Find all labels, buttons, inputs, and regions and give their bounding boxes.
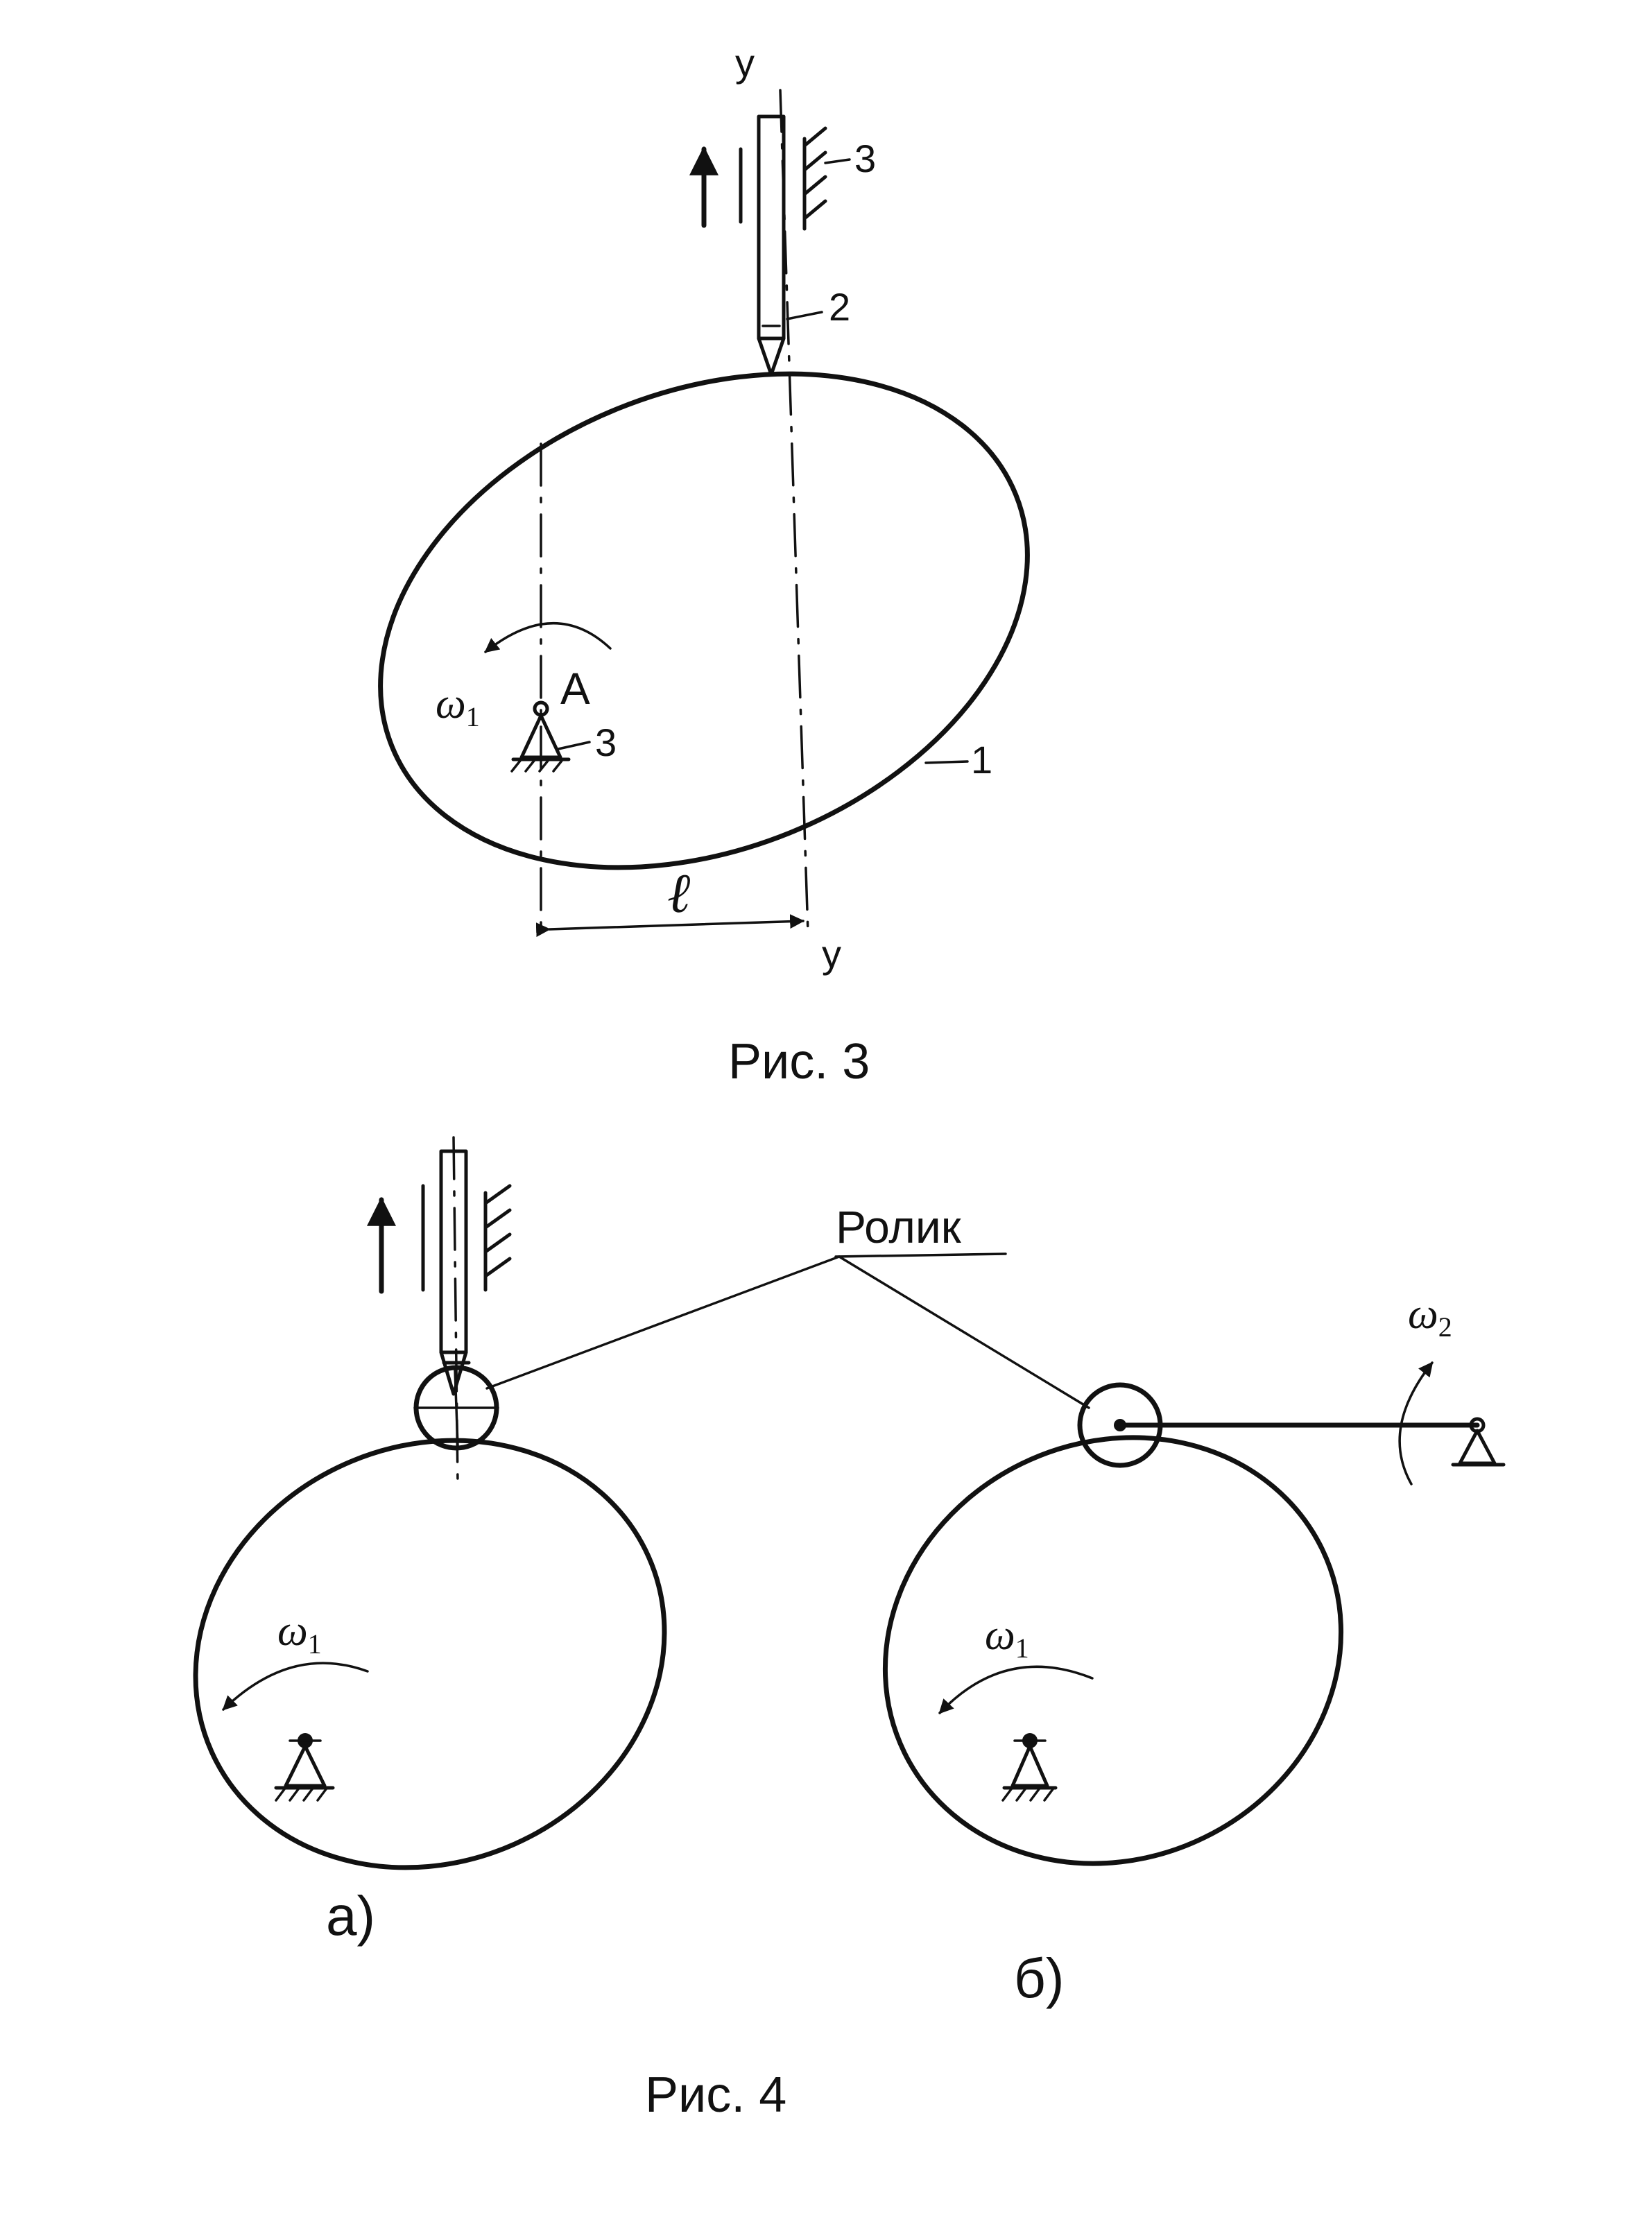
leader-frame-top — [824, 158, 851, 164]
cam-a-ground-hatch-2 — [289, 1788, 300, 1802]
guide-a-hatch-4 — [483, 1257, 512, 1278]
subfigure-b-label: б) — [1014, 1947, 1064, 2009]
axis-label-bottom: y — [822, 932, 841, 976]
hatch-1 — [802, 126, 827, 148]
offset-dimension — [535, 914, 805, 938]
leader-cam — [924, 760, 969, 764]
subfigure-b: ω2 ω1 б) — [882, 1291, 1506, 2009]
cam-a-omega-label: ω1 — [277, 1608, 322, 1660]
cam-b-ground-hatch-3 — [1029, 1788, 1040, 1802]
cam-a-profile — [193, 1438, 667, 1870]
roller-leader-a — [485, 1255, 841, 1390]
cam-profile — [378, 371, 1030, 870]
follower-a-tip — [439, 1350, 468, 1396]
roller-a-crosshair-v — [454, 1368, 459, 1447]
hatch-4 — [802, 199, 827, 221]
cam-a-pivot-support — [284, 1744, 327, 1788]
ground-hatch-1 — [510, 759, 522, 773]
dimension-line — [535, 914, 805, 938]
figure-4-caption: Рис. 4 — [645, 2067, 786, 2123]
label-cam: 1 — [971, 738, 992, 782]
figure-4: Ролик — [193, 1136, 1506, 2123]
cam-b-pivot-support — [1010, 1744, 1049, 1788]
omega-rotation-arrow — [484, 622, 612, 653]
rocker-pivot-support — [1458, 1429, 1497, 1465]
label-follower: 2 — [829, 285, 850, 329]
cam-b-profile — [882, 1435, 1344, 1866]
follower-rod — [757, 114, 786, 341]
roller-label: Ролик — [836, 1201, 962, 1252]
cam-a-omega-arrow — [222, 1662, 369, 1711]
rocker-omega-arrow — [1398, 1361, 1434, 1485]
label-offset: ℓ — [667, 863, 690, 924]
roller-leader-b — [838, 1255, 1090, 1409]
guide-a-hatch-3 — [483, 1232, 512, 1254]
leader-follower — [786, 311, 823, 320]
rocker-omega-label: ω2 — [1408, 1291, 1452, 1343]
figure-3-caption: Рис. 3 — [728, 1034, 870, 1089]
fixed-pivot-a — [510, 700, 571, 773]
hatch-2 — [802, 150, 827, 172]
figure-3: y 3 2 1 3 A ω1 ℓ y Рис. 3 — [378, 41, 1030, 1089]
label-omega: ω1 — [436, 680, 480, 732]
cam-b-omega-label: ω1 — [985, 1612, 1029, 1664]
cam-b-ground-hatch-2 — [1015, 1788, 1026, 1802]
label-pivot-a: A — [560, 664, 590, 714]
label-frame-pivot: 3 — [595, 721, 617, 764]
follower-a-rod — [439, 1149, 468, 1354]
pivot-support — [519, 714, 562, 759]
subfigure-a-label: а) — [326, 1885, 375, 1947]
cam-b-ground-hatch-4 — [1043, 1788, 1054, 1802]
label-frame-top: 3 — [854, 137, 876, 180]
hatch-3 — [802, 175, 827, 196]
follower-guide — [739, 126, 827, 231]
roller-label-underline — [834, 1252, 1007, 1258]
subfigure-a: ω1 а) — [193, 1136, 667, 1947]
cam-b-ground-hatch-1 — [1001, 1788, 1013, 1802]
guide-a-hatch-2 — [483, 1208, 512, 1230]
follower-tip — [757, 336, 786, 377]
cam-a-ground-hatch-4 — [316, 1788, 327, 1802]
ground-hatch-2 — [524, 759, 535, 773]
axis-label-top: y — [735, 41, 755, 85]
leader-frame-pivot — [557, 741, 591, 750]
cam-b-omega-arrow — [938, 1665, 1094, 1714]
guide-a-hatch-1 — [483, 1184, 512, 1205]
ground-hatch-4 — [552, 759, 563, 773]
knife-edge-follower — [757, 114, 786, 377]
cam-a-ground-hatch-3 — [302, 1788, 313, 1802]
cam-a-ground-hatch-1 — [275, 1788, 286, 1802]
ground-hatch-3 — [538, 759, 549, 773]
